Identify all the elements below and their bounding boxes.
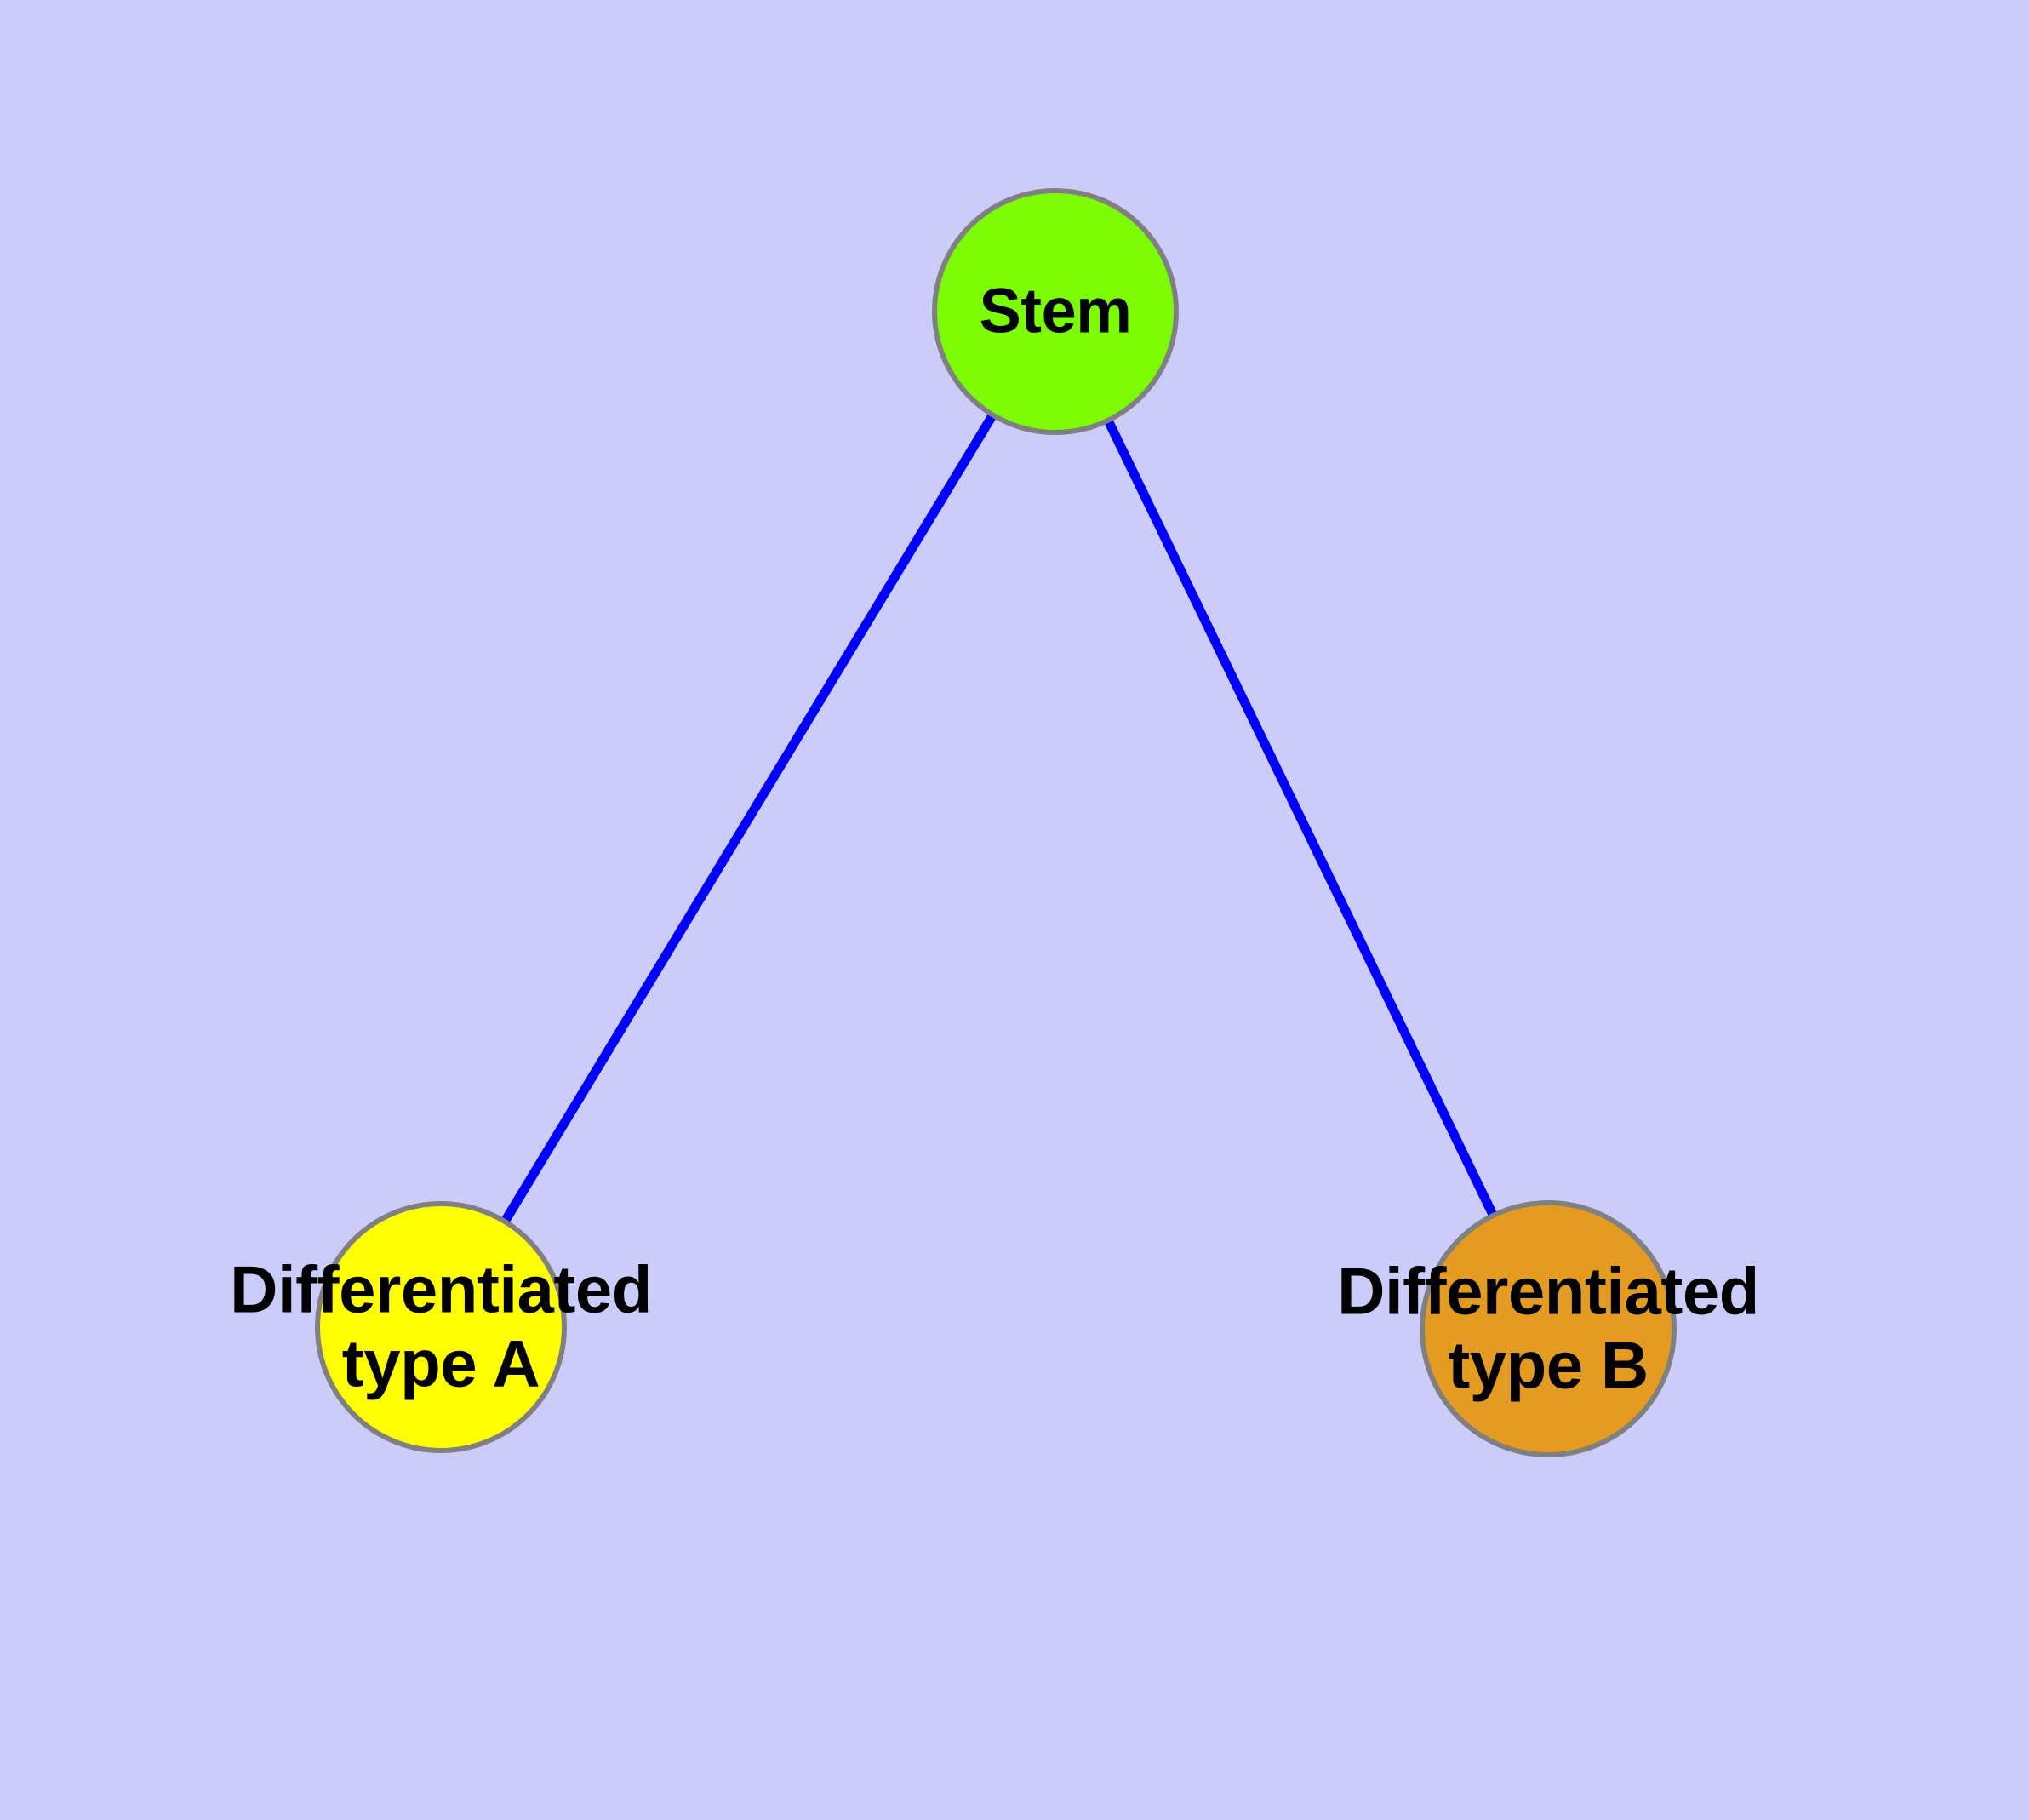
node-differentiated-type-a[interactable]: Differentiated type A — [230, 1201, 652, 1453]
node-differentiated-type-b-label: Differentiated type B — [1337, 1253, 1759, 1403]
node-differentiated-type-a-label: Differentiated type A — [230, 1251, 652, 1401]
edge-stem-to-differentiated-type-a — [437, 309, 1060, 1330]
node-stem[interactable]: Stem — [932, 188, 1179, 435]
node-stem-label: Stem — [979, 275, 1132, 346]
edge-stem-to-differentiated-type-b — [1051, 309, 1552, 1331]
node-differentiated-type-b[interactable]: Differentiated type B — [1337, 1200, 1759, 1457]
